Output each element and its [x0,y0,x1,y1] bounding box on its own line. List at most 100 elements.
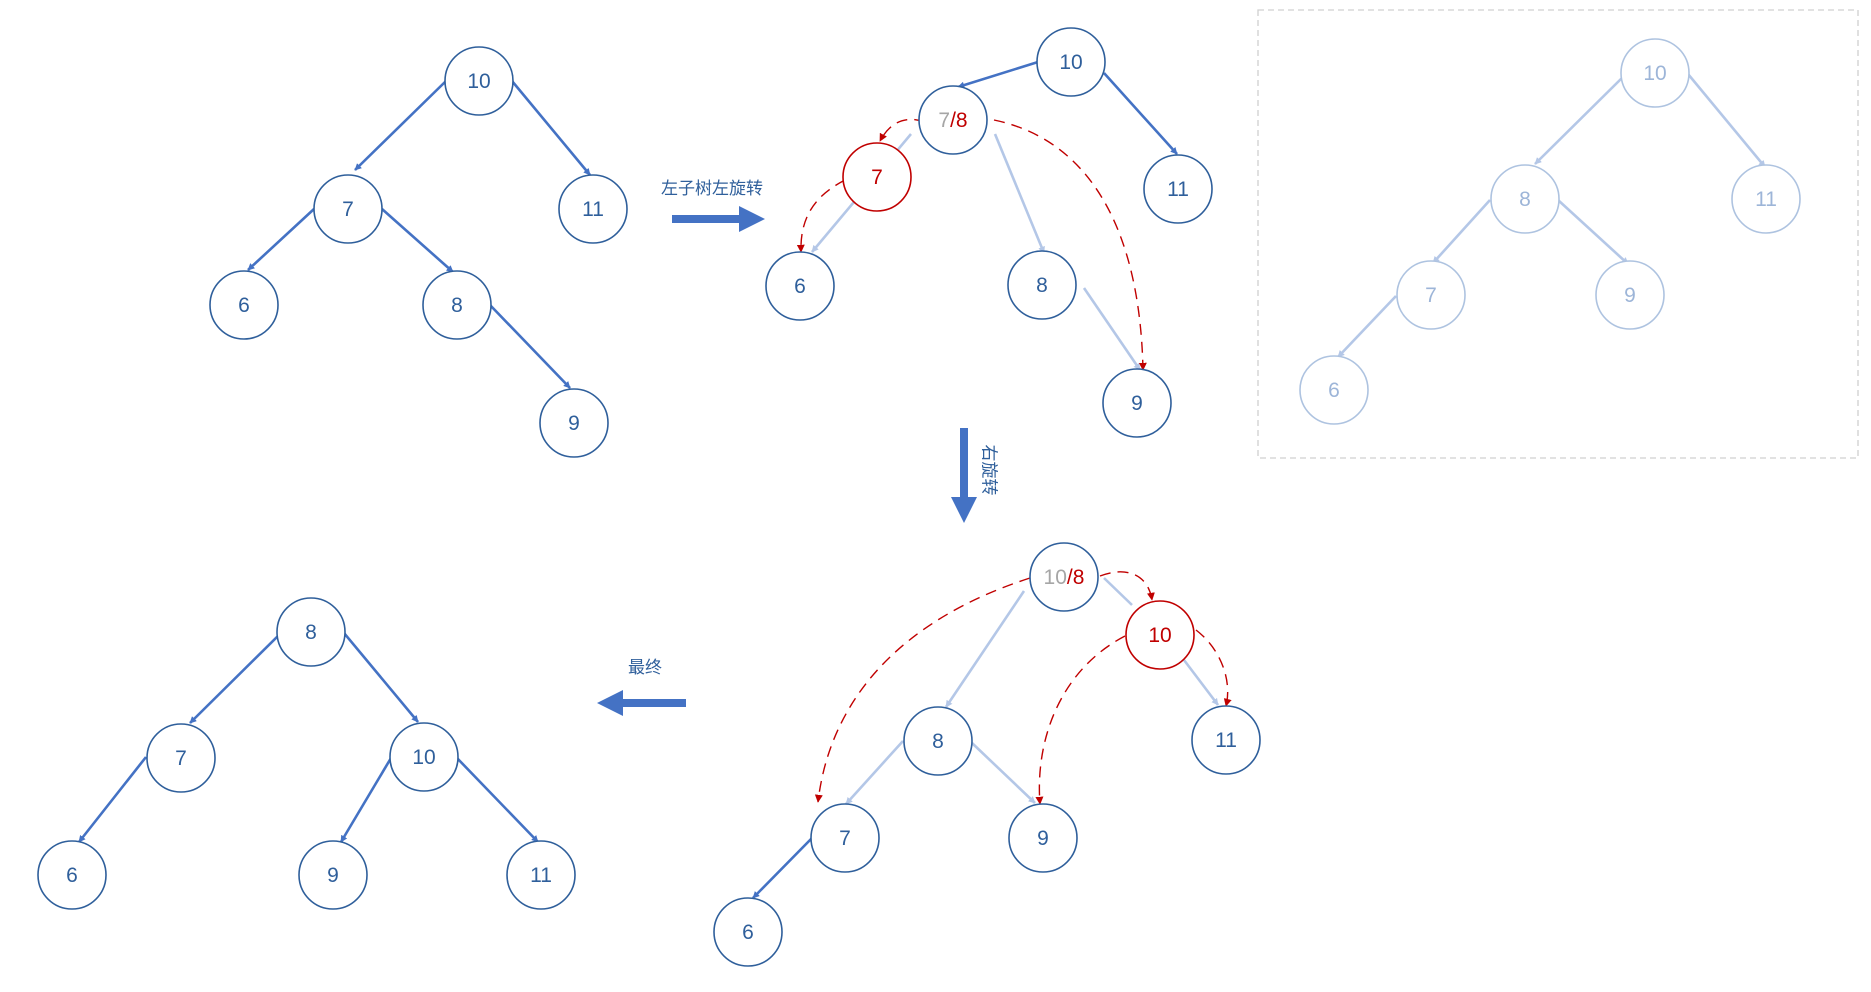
node-9: 9 [539,388,609,458]
svg-text:6: 6 [1328,379,1340,402]
new-value: 8 [956,109,968,132]
node-8: 8 [1490,164,1560,234]
step-label-final: 最终 [628,658,662,677]
node-8: 8 [903,706,973,776]
reference-frame [1257,9,1859,459]
svg-text:10/8: 10/8 [1044,566,1085,589]
node-7: 7 [146,723,216,793]
step-right-rotate: 右旋转 [951,428,999,523]
svg-text:11: 11 [1755,188,1777,211]
svg-text:6: 6 [238,294,250,317]
node-10: 10 [389,722,459,792]
tree-reference: 10 8 11 7 9 6 [1299,38,1801,425]
svg-text:6: 6 [794,275,806,298]
step-final: 最终 [597,658,686,716]
svg-text:10: 10 [467,70,490,93]
svg-text:10: 10 [1643,62,1666,85]
svg-text:7: 7 [342,198,354,221]
step-label-right-rotate: 右旋转 [980,445,999,496]
node-10: 10 [444,46,514,116]
svg-text:11: 11 [1215,729,1237,752]
edge-root-10 [1103,577,1133,606]
node-11: 11 [1731,164,1801,234]
node-11: 11 [558,174,628,244]
node-9: 9 [298,840,368,910]
edge-10-7 [354,80,447,171]
svg-text:10: 10 [1059,51,1082,74]
node-7: 7 [1396,260,1466,330]
edge-8-7 [1432,199,1491,264]
tree-final: 8 7 10 6 9 11 [37,597,576,910]
node-6: 6 [37,840,107,910]
svg-text:8: 8 [1519,188,1531,211]
svg-text:7/8: 7/8 [938,109,967,132]
edge-7-6 [77,756,148,843]
node-root-10-8: 10/8 [1029,542,1099,612]
edge-7-8 [381,208,454,273]
svg-text:6: 6 [66,864,78,887]
node-9: 9 [1008,803,1078,873]
edge-7-6 [752,837,813,899]
svg-text:7: 7 [871,166,883,189]
svg-text:6: 6 [742,921,754,944]
tree-step2: 10/8 10 8 11 7 9 6 [713,542,1261,967]
svg-text:8: 8 [451,294,463,317]
move-9-reattach [993,119,1147,371]
svg-text:7: 7 [1425,284,1437,307]
node-pivot-7-8: 7/8 [918,85,988,155]
svg-text:11: 11 [530,864,552,887]
new-value: 8 [1073,566,1085,589]
node-9: 9 [1595,260,1665,330]
edge-root-pivot [957,60,1039,89]
edge-8-10 [343,632,419,723]
svg-text:8: 8 [932,730,944,753]
node-11: 11 [1191,705,1261,775]
node-6: 6 [209,270,279,340]
node-10: 10 [1620,38,1690,108]
svg-text:7: 7 [175,747,187,770]
node-8: 8 [422,270,492,340]
edge-10-11 [455,756,539,843]
svg-text:9: 9 [1037,827,1049,850]
node-11: 11 [1143,154,1213,224]
step-label-left-rotate: 左子树左旋转 [661,179,763,198]
node-7: 7 [810,803,880,873]
separator: / [1067,566,1073,589]
edge-8-9 [971,742,1036,804]
node-7: 7 [313,174,383,244]
svg-text:9: 9 [568,412,580,435]
node-6: 6 [713,897,783,967]
node-11: 11 [506,840,576,910]
tree-initial: 10 7 11 6 8 9 [209,46,628,458]
move-10-down [1099,571,1155,601]
edge-10-11 [1182,659,1220,706]
svg-text:10: 10 [412,746,435,769]
svg-text:8: 8 [1036,274,1048,297]
edge-10-9 [339,757,393,843]
edge-pivot-8 [993,133,1046,254]
svg-text:9: 9 [327,864,339,887]
edge-10-11 [1686,73,1767,168]
edge-8-9 [1557,199,1629,265]
move-9-reattach [1035,635,1126,805]
old-value: 7 [938,109,950,132]
separator: / [950,109,956,132]
edge-root-8 [944,590,1026,708]
old-value: 10 [1044,566,1067,589]
edge-10-11 [510,80,592,176]
node-8: 8 [276,597,346,667]
svg-text:11: 11 [582,198,604,221]
edge-8-7 [189,632,282,724]
svg-text:8: 8 [305,621,317,644]
svg-text:10: 10 [1148,624,1171,647]
edge-root-11 [1103,72,1178,155]
node-10: 10 [1036,27,1106,97]
node-6: 6 [765,251,835,321]
step-left-rotate-subtree: 左子树左旋转 [661,179,765,232]
node-9: 9 [1102,368,1172,438]
move-7-down [879,118,926,142]
move-11-reattach [1195,629,1232,707]
tree-step1: 10 7/8 7 11 6 8 9 [765,27,1213,438]
move-6-reattach [796,179,846,253]
